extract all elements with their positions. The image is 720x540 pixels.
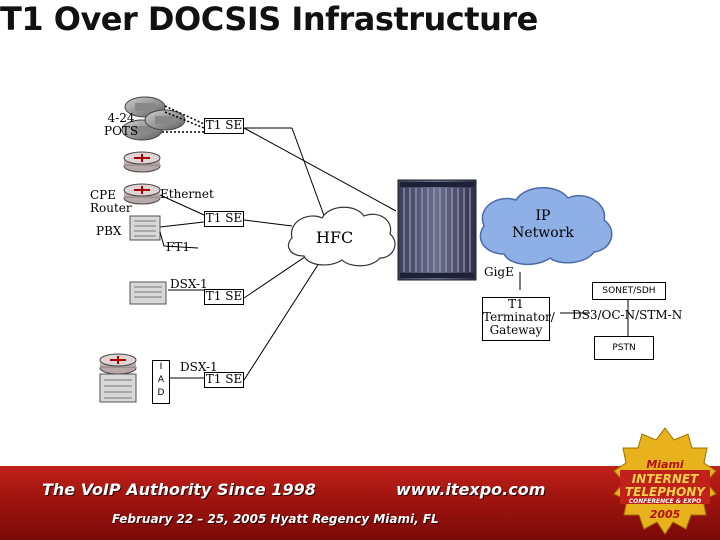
pstn-box: PSTN [594,336,654,360]
phone-icon [144,109,186,131]
t1se-mid-box: T1 SE [204,211,244,227]
page-title: T1 Over DOCSIS Infrastructure [0,0,538,38]
ip-network-label: IP Network [512,208,574,241]
badge-city: Miami [646,458,684,471]
t1se-bottom-box: T1 SE [204,372,244,388]
gige-label: GigE [484,265,514,279]
conference-badge: Miami INTERNET TELEPHONY CONFERENCE & EX… [612,426,718,540]
pbx-rack-icon [99,373,137,403]
iad-box: I A D [152,360,170,404]
dsx-rack-icon [129,281,167,305]
pbx-rack-icon [129,215,161,241]
banner-url[interactable]: www.itexpo.com [396,480,546,499]
hfc-cloud [287,206,396,267]
ethernet-label: Ethernet [160,187,214,201]
t1-terminator-box: T1 Terminator/ Gateway [482,297,555,341]
router-icon [123,183,161,205]
badge-line3: CONFERENCE & EXPO [628,498,702,505]
cmts-chassis-icon [397,179,477,281]
pots-label: 4-24 POTS [104,111,139,138]
pbx-label: PBX [96,224,122,238]
banner-tagline: The VoIP Authority Since 1998 [42,480,316,499]
dsx1-a-label: DSX-1 [170,277,208,291]
dotted-links [162,105,205,133]
banner-dates: February 22 – 25, 2005 Hyatt Regency Mia… [112,512,439,526]
badge-year: 2005 [649,508,681,521]
router-icon [123,151,161,173]
ft1-arrow-icon [159,231,199,249]
ds3-label: DS3/OC-N/STM-N [572,308,683,322]
dsx1-b-label: DSX-1 [180,360,218,374]
network-diagram [99,96,629,403]
ft1-label: FT1 [166,240,190,254]
badge-line2: TELEPHONY [625,485,705,499]
badge-starburst-icon [613,427,717,535]
event-banner: The VoIP Authority Since 1998 www.itexpo… [0,466,720,540]
t1se-lower-box: T1 SE [204,289,244,305]
badge-line1: INTERNET [631,472,699,486]
cpe-router-label: CPE Router [90,188,132,215]
router-icon [99,353,137,375]
ip-network-cloud [479,187,613,266]
t1se-top-box: T1 SE [204,118,244,134]
sonet-sdh-box: SONET/SDH [592,282,666,300]
hfc-label: HFC [316,228,354,247]
